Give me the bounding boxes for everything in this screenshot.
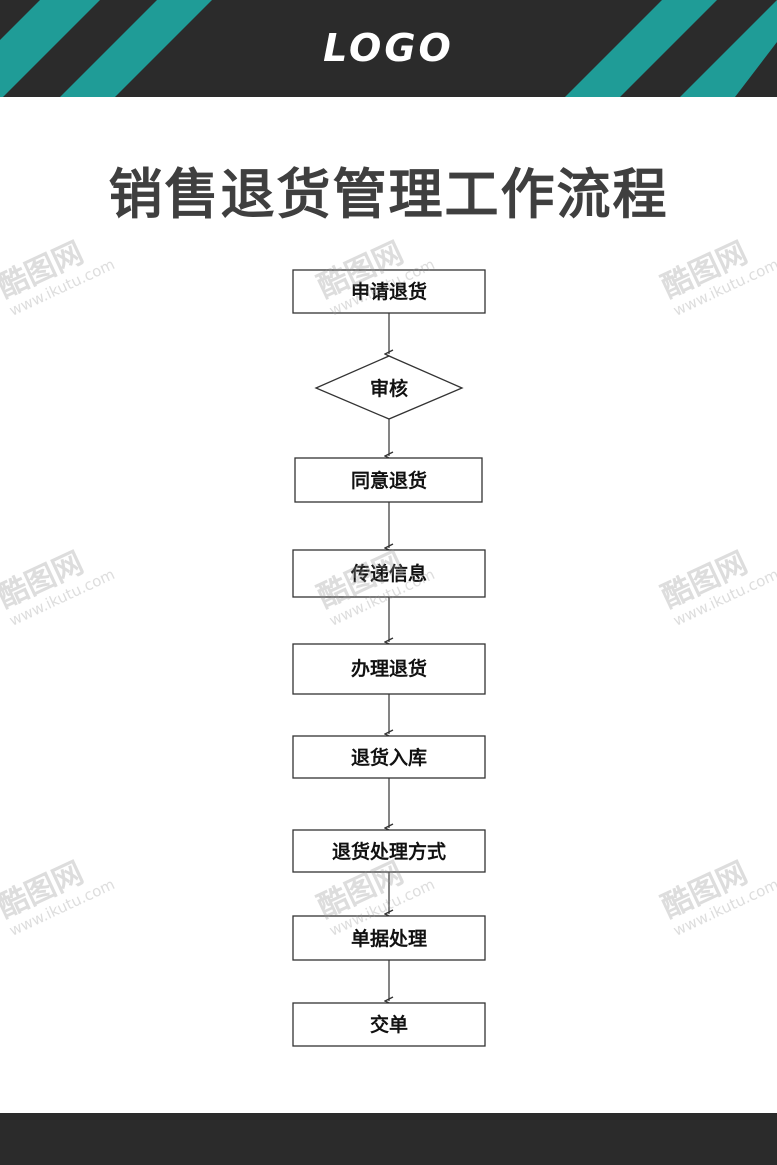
flow-node-label: 交单: [370, 1013, 408, 1036]
page-title: 销售退货管理工作流程: [108, 163, 669, 226]
flow-node-label: 审核: [370, 377, 408, 400]
flow-node-4: 传递信息: [292, 549, 486, 598]
header-stripes: [0, 0, 777, 97]
flow-node-7: 退货处理方式: [292, 829, 486, 873]
logo: LOGO: [323, 26, 454, 70]
flow-node-label: 办理退货: [351, 657, 427, 680]
flow-node-label: 退货入库: [351, 746, 427, 769]
flow-node-2-decision: 审核: [314, 355, 464, 420]
flow-node-5: 办理退货: [292, 643, 486, 695]
flow-node-label: 单据处理: [351, 927, 427, 950]
flow-node-label: 退货处理方式: [332, 840, 446, 863]
header-bar: LOGO: [0, 0, 777, 97]
flow-node-label: 同意退货: [351, 469, 427, 492]
flow-node-9: 交单: [292, 1002, 486, 1047]
flow-node-3: 同意退货: [294, 457, 483, 503]
flow-node-8: 单据处理: [292, 915, 486, 961]
footer-bar: [0, 1113, 777, 1165]
flow-node-1: 申请退货: [292, 269, 486, 314]
flow-node-6: 退货入库: [292, 735, 486, 779]
flow-node-label: 申请退货: [351, 280, 427, 303]
flow-node-label: 传递信息: [350, 562, 427, 585]
